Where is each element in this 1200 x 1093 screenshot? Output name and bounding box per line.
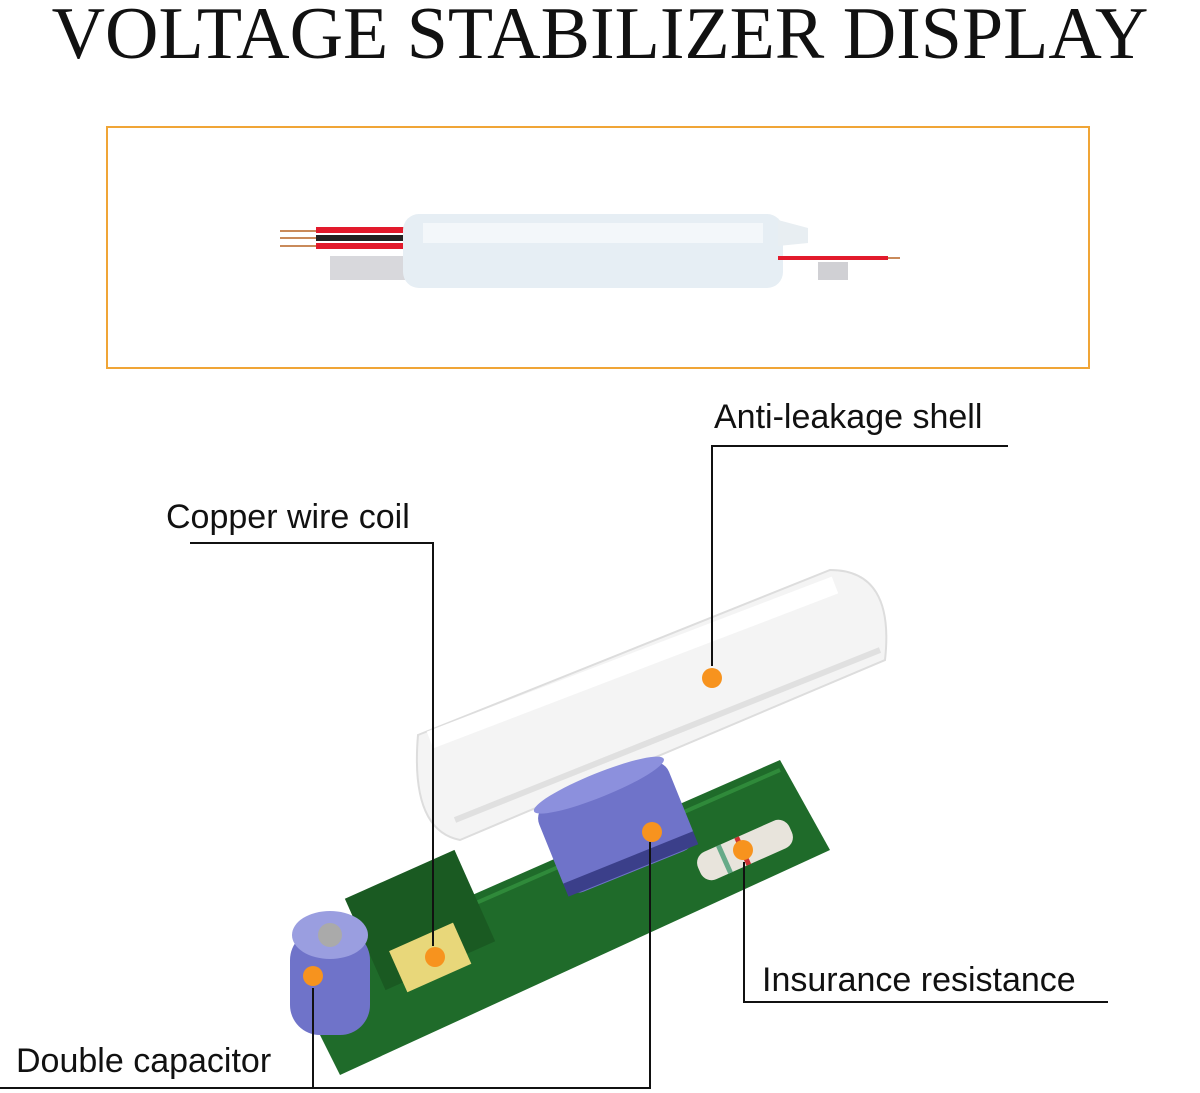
label-copper-wire-coil: Copper wire coil (166, 498, 410, 536)
callout-dot-shell (702, 668, 722, 688)
stabilizer-product-image (280, 214, 900, 288)
callout-dot-coil (425, 947, 445, 967)
label-insurance-resistance: Insurance resistance (762, 961, 1076, 999)
capacitor-image (290, 756, 699, 1035)
anti-leakage-shell-image (415, 568, 888, 842)
callout-dot-capacitor-1 (642, 822, 662, 842)
leader-lines (0, 445, 1108, 1089)
product-photo-frame (106, 126, 1090, 369)
callout-dots (303, 668, 753, 986)
page-title: VOLTAGE STABILIZER DISPLAY (51, 0, 1149, 75)
callout-dot-capacitor-2 (303, 966, 323, 986)
callout-dot-resistance (733, 840, 753, 860)
label-anti-leakage-shell: Anti-leakage shell (714, 398, 983, 436)
label-double-capacitor: Double capacitor (16, 1042, 272, 1080)
